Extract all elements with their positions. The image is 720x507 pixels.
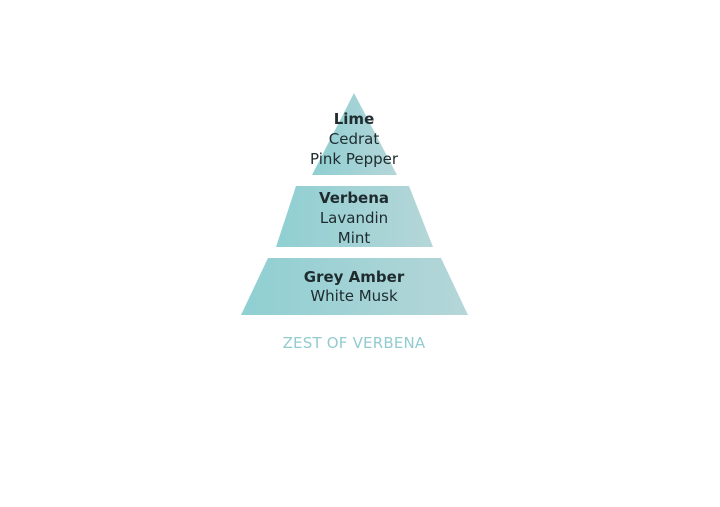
base-note-primary: Grey Amber xyxy=(303,268,405,286)
base-notes: Grey Amber White Musk xyxy=(234,268,474,305)
base-note-secondary: White Musk xyxy=(310,287,398,305)
top-note-primary: Lime xyxy=(333,110,375,128)
heart-note-tertiary: Mint xyxy=(337,229,371,247)
top-notes: Lime Cedrat Pink Pepper xyxy=(234,109,474,169)
fragrance-name-caption: ZEST OF VERBENA xyxy=(282,334,426,352)
heart-note-primary: Verbena xyxy=(318,189,390,207)
top-note-secondary: Cedrat xyxy=(328,130,380,148)
pyramid-top-tier xyxy=(312,93,397,175)
heart-note-secondary: Lavandin xyxy=(319,209,389,227)
heart-notes: Verbena Lavandin Mint xyxy=(234,188,474,248)
pyramid-middle-tier xyxy=(276,186,433,247)
top-note-tertiary: Pink Pepper xyxy=(309,150,399,168)
pyramid-base-tier xyxy=(241,258,468,315)
